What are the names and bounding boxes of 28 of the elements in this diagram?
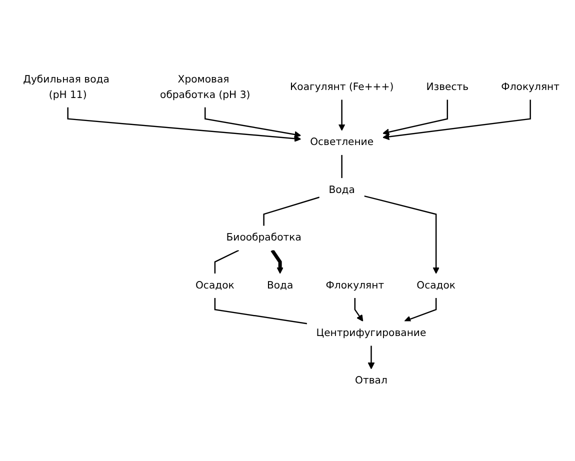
node-text: Хромовая обработка (pH 3) <box>160 74 250 101</box>
node-text: Биообработка <box>226 232 302 244</box>
node-text: Дубильная вода (pH 11) <box>23 74 110 101</box>
node-text: Флокулянт <box>501 81 560 94</box>
arrow <box>368 346 375 370</box>
arrow <box>354 298 364 322</box>
node-text: Вода <box>266 280 294 292</box>
arrow <box>204 107 302 138</box>
node-text: Осветление <box>310 136 374 148</box>
node-text: Осадок <box>195 280 234 292</box>
node-text: Флокулянт <box>326 280 384 292</box>
connector <box>341 154 342 178</box>
node-text: Известь <box>426 81 469 94</box>
node-text: Центрифугирование <box>316 327 426 340</box>
node-text: Коагулянт (Fe+++) <box>290 81 394 94</box>
arrow <box>338 100 346 131</box>
arrow <box>67 107 302 142</box>
arrow <box>270 249 284 274</box>
arrow <box>404 298 437 322</box>
node-text: Отвал <box>355 375 388 387</box>
node-text: Вода <box>328 184 355 196</box>
arrow <box>382 100 531 140</box>
arrow <box>382 100 448 136</box>
arrow <box>364 195 440 274</box>
node-text: Осадок <box>416 280 456 292</box>
connector <box>263 196 320 226</box>
connector <box>214 250 240 274</box>
connector <box>214 298 308 324</box>
